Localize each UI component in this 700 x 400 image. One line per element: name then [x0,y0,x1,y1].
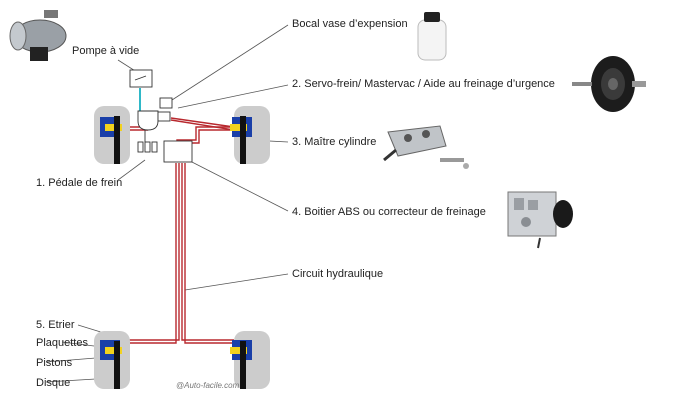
disc [240,116,246,164]
brake-booster-photo-icon [572,56,646,112]
leader-abs [187,159,289,212]
label-pedale: 1. Pédale de frein [36,177,123,189]
pedal-3 [151,141,158,153]
leader-etrier [77,324,105,334]
disc [240,341,246,389]
piston [105,124,122,131]
pedal-1 [137,141,144,153]
reservoir-box [159,97,173,109]
label-servo: 2. Servo-frein/ Mastervac / Aide au frei… [292,78,555,90]
piston [230,347,247,354]
label-disque: Disque [36,377,71,389]
leader-bocal [171,24,289,101]
piston [105,347,122,354]
label-plaquettes: Plaquettes [36,337,88,349]
reservoir-photo-icon [417,12,447,61]
label-circuit: Circuit hydraulique [292,268,384,280]
credit-text: @Auto-facile.com [176,381,240,390]
wheel-front-left [94,106,130,164]
abs-box [163,140,193,163]
piston [230,124,247,131]
label-maitre: 3. Maître cylindre [292,136,377,148]
abs-unit-photo-icon [507,191,573,249]
vacuum-pump-symbol [134,75,147,81]
label-abs: 4. Boitier ABS ou correcteur de freinage [292,206,486,218]
pedal-2 [144,141,151,153]
disc [114,341,120,389]
booster-body [137,110,159,131]
label-pompe: Pompe à vide [72,45,140,57]
wheel-rear-right [230,331,270,389]
leader-pedale [117,159,146,181]
label-pistons: Pistons [36,357,73,369]
label-bocal: Bocal vase d’expension [292,18,408,30]
disc [114,116,120,164]
leader-circuit [184,273,289,291]
wheel-rear-left [94,331,130,389]
label-etrier: 5. Etrier [36,319,75,331]
leader-lines [45,24,289,383]
leader-servo [177,84,289,109]
schematic [129,69,193,163]
vacuum-pump-photo-icon [9,10,67,61]
wheel-front-right [230,106,270,164]
master-cylinder-body [157,111,171,122]
master-cylinder-photo-icon [383,125,469,169]
hydraulic-circuit [128,117,235,344]
vacuum-pump-box [129,69,153,88]
